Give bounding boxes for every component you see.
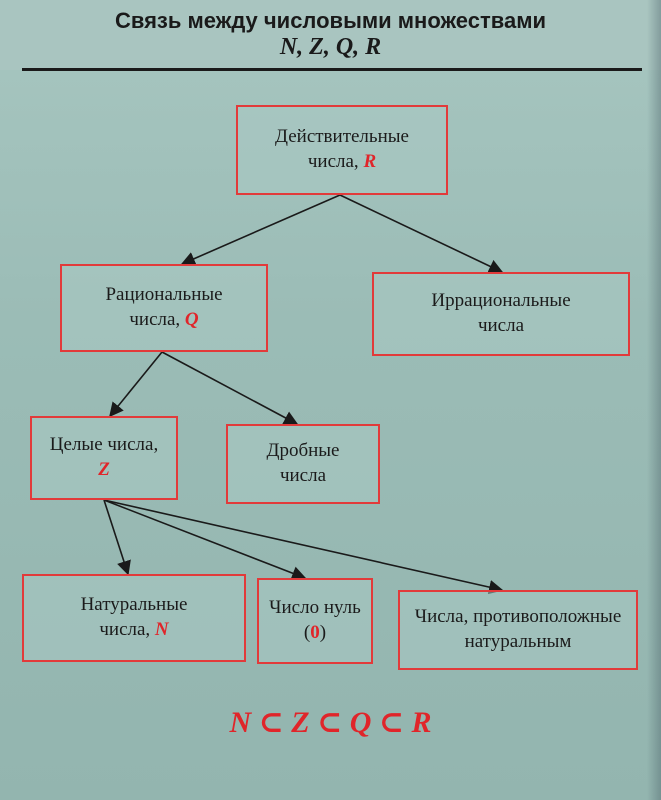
node-real-numbers: Действительные числа, R: [236, 105, 448, 195]
node-zero: Число нуль (0): [257, 578, 373, 664]
title-rule: [22, 68, 642, 71]
title: Связь между числовыми множествами: [114, 8, 547, 33]
symbol-q: Q: [184, 309, 199, 330]
node-rational-numbers: Рациональные числа, Q: [60, 264, 268, 352]
symbol-z: Z: [98, 459, 110, 480]
node-irrational-numbers: Иррациональные числа: [372, 272, 630, 356]
node-natural-numbers: Натуральные числа, N: [22, 574, 246, 662]
edge-real-rational: [180, 194, 341, 266]
node-fractions: Дробные числа: [226, 424, 380, 504]
node-fraction-label: Дробные числа: [266, 440, 340, 486]
symbol-n: N: [154, 619, 169, 640]
subtitle: N, Z, Q, R: [279, 34, 382, 60]
edge-integer-zero: [103, 499, 307, 581]
edge-rational-integer: [109, 351, 163, 418]
node-integers: Целые числа, Z: [30, 416, 178, 500]
page-edge-shadow: [647, 0, 661, 800]
node-natural-label: Натуральные числа,: [80, 594, 188, 640]
node-integer-label: Целые числа,: [49, 434, 159, 456]
node-rational-label: Рациональные числа,: [105, 284, 223, 330]
edge-rational-fraction: [161, 351, 299, 425]
edge-real-irrational: [339, 194, 504, 273]
symbol-r: R: [363, 151, 377, 172]
subset-formula: N ⊂ Z ⊂ Q ⊂ R: [229, 706, 432, 739]
node-opposite-label: Числа, противоположные натуральным: [414, 606, 622, 652]
edge-integer-natural: [103, 499, 131, 576]
symbol-zero: 0: [310, 622, 320, 643]
node-zero-label: Число нуль (: [269, 597, 361, 643]
edge-integer-opposite: [103, 499, 504, 595]
node-real-label: Действительные числа,: [275, 126, 409, 172]
node-zero-suffix: ): [319, 622, 327, 643]
node-opposite-numbers: Числа, противоположные натуральным: [398, 590, 638, 670]
node-irrational-label: Иррациональные числа: [431, 290, 571, 336]
header: Связь между числовыми множествами N, Z, …: [0, 0, 661, 70]
